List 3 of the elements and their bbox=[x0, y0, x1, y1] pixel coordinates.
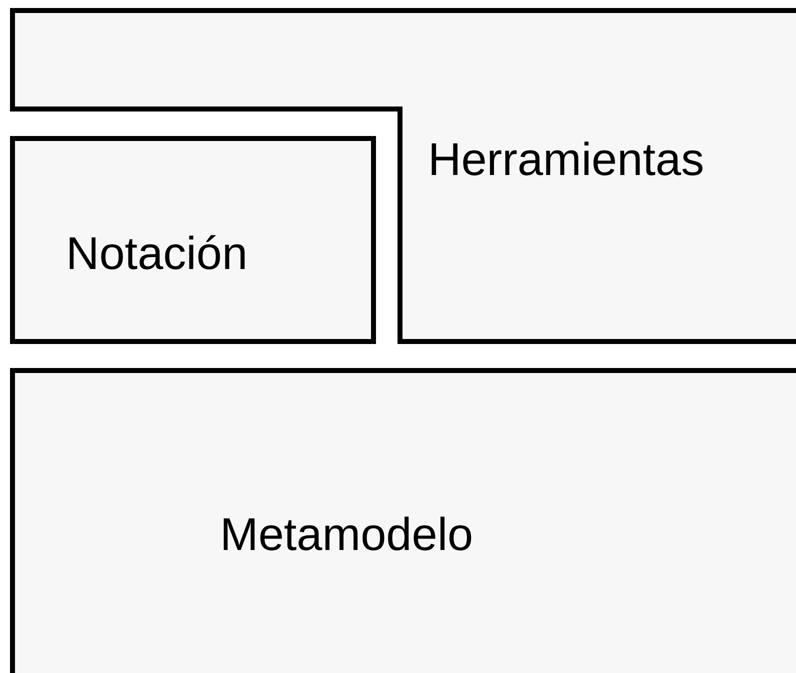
layer-label: Notación bbox=[66, 230, 248, 276]
layer-label: Herramientas bbox=[428, 136, 704, 182]
layer-label: Metamodelo bbox=[220, 511, 474, 557]
